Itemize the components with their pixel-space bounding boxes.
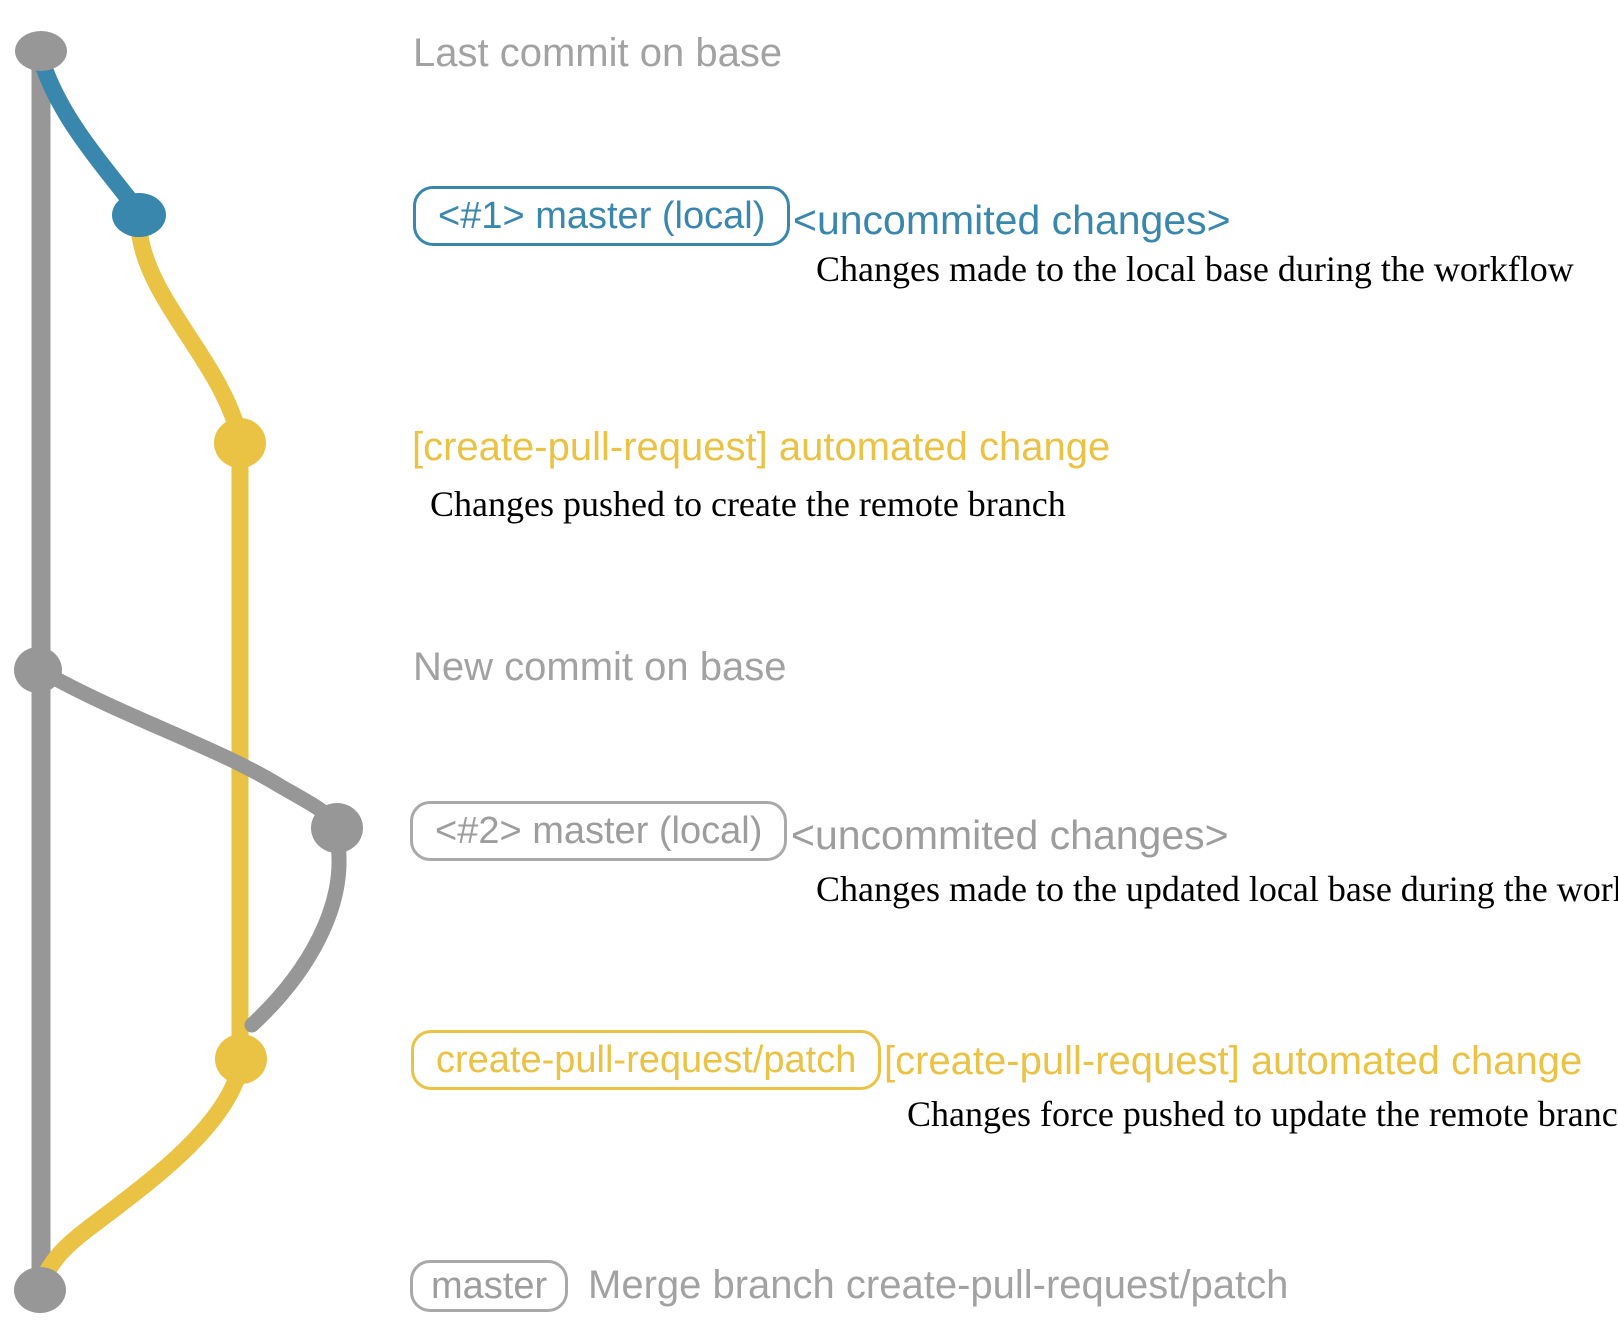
- branch-badge-master-local-2: <#2> master (local): [410, 801, 788, 861]
- push1-description: Changes pushed to create the remote bran…: [430, 484, 1066, 524]
- last-commit-label: Last commit on base: [413, 31, 783, 75]
- commit2-description: Changes made to the updated local base d…: [816, 869, 1618, 909]
- merge-label: Merge branch create-pull-request/patch: [588, 1263, 1289, 1307]
- commit-node-remote-force-pushed: [215, 1034, 267, 1084]
- commit1-message: <uncommited changes>: [793, 197, 1231, 243]
- branch-badge-patch-label: create-pull-request/patch: [436, 1038, 857, 1081]
- push2-description: Changes force pushed to update the remot…: [907, 1094, 1618, 1134]
- push2-message: [create-pull-request] automated change: [884, 1039, 1583, 1083]
- branch-badge-master-local-1-label: <#1> master (local): [438, 194, 766, 237]
- commit-node-local-1: [112, 193, 166, 237]
- patch-branch-curve-top: [131, 227, 245, 434]
- commit-node-new-base: [14, 647, 62, 693]
- local-rebase-curve: [32, 662, 344, 831]
- branch-badge-master-local-2-label: <#2> master (local): [435, 809, 763, 852]
- branch-badge-master: master: [410, 1260, 569, 1312]
- commit-node-remote-created: [214, 418, 266, 468]
- patch-merge-curve: [35, 1063, 248, 1287]
- branch-badge-master-label: master: [431, 1264, 548, 1307]
- commit2-message: <uncommited changes>: [791, 812, 1229, 858]
- commit-graph: [14, 31, 363, 1313]
- push1-message: [create-pull-request] automated change: [412, 425, 1111, 469]
- commit-node-merge: [14, 1267, 66, 1313]
- commit1-description: Changes made to the local base during th…: [816, 249, 1574, 289]
- branch-badge-master-local-1: <#1> master (local): [413, 186, 791, 246]
- commit-node-local-2: [311, 803, 363, 853]
- force-push-curve: [244, 830, 347, 1033]
- local-master-branch-line: [33, 53, 145, 217]
- commit-node-last-base: [15, 31, 67, 71]
- branch-badge-patch: create-pull-request/patch: [411, 1030, 882, 1090]
- new-commit-label: New commit on base: [413, 645, 787, 689]
